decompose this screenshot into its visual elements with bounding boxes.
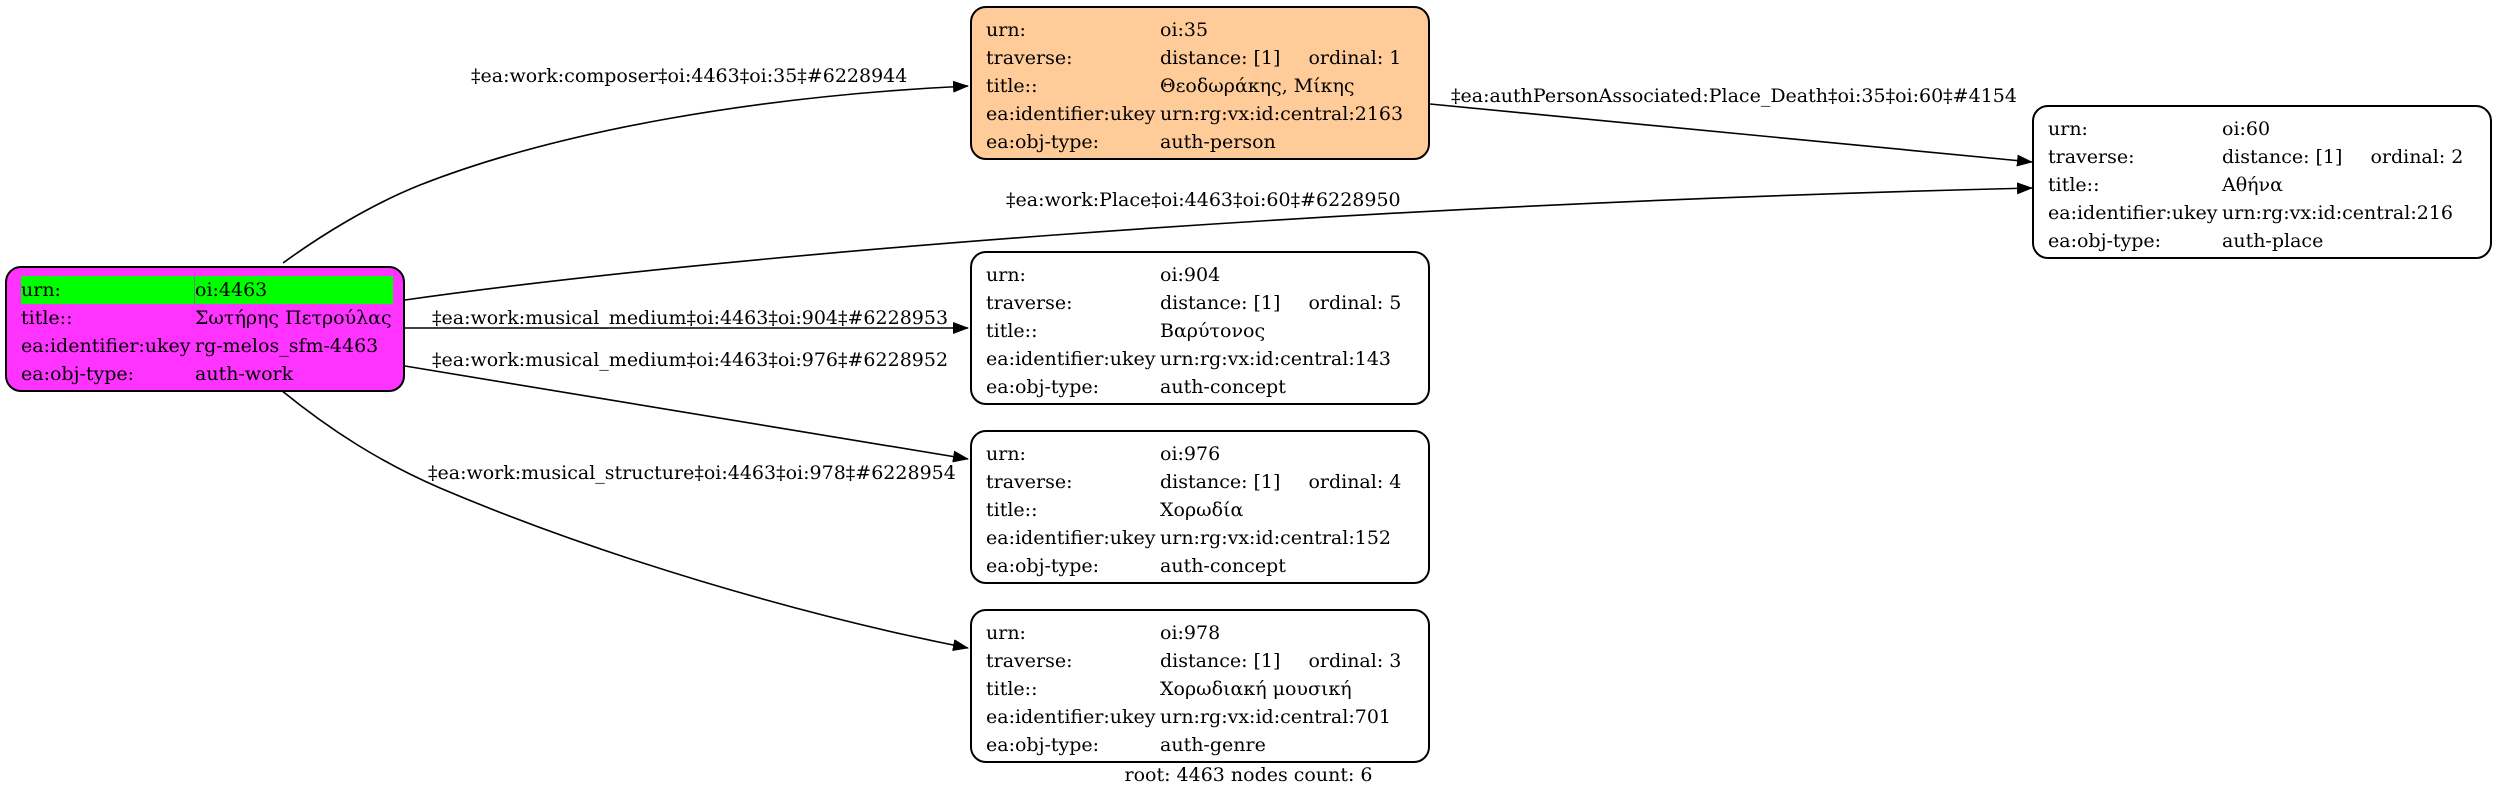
- urn-value: oi:60: [2222, 118, 2271, 140]
- obj-type-value: auth-person: [1160, 131, 1276, 153]
- field-key: urn:: [986, 443, 1026, 465]
- node-oi-35[interactable]: urn: oi:35 traverse: distance: [1] ordinal:…: [970, 6, 1430, 160]
- field-key: ea:identifier:ukey: [986, 706, 1156, 728]
- urn-value: oi:978: [1160, 622, 1221, 644]
- urn-value: oi:976: [1160, 443, 1221, 465]
- urn-value: oi:35: [1160, 19, 1209, 41]
- ordinal-value: ordinal: 3: [1308, 650, 1402, 672]
- field-key: urn:: [986, 264, 1026, 286]
- edge-label-death-place: ‡ea:authPersonAssociated:Place_Death‡oi:…: [1451, 85, 2017, 107]
- ukey-value: urn:rg:vx:id:central:2163: [1160, 103, 1404, 125]
- field-value: Σωτήρης Πετρούλας: [195, 307, 392, 329]
- field-key: traverse:: [986, 471, 1073, 493]
- distance-value: distance: [1]: [1160, 650, 1281, 672]
- title-value: Αθήνα: [2222, 174, 2283, 196]
- urn-value: oi:904: [1160, 264, 1221, 286]
- field-key: ea:obj-type:: [986, 734, 1100, 756]
- field-key: title::: [986, 320, 1038, 342]
- field-key: title::: [2048, 174, 2100, 196]
- field-key: title::: [21, 307, 73, 329]
- field-key: ea:identifier:ukey: [986, 348, 1156, 370]
- root-node-oi-4463[interactable]: urn: oi:4463 title:: Σωτήρης Πετρούλας e…: [5, 266, 405, 392]
- field-key: ea:identifier:ukey: [21, 335, 191, 357]
- edge-death-place: [1429, 103, 2033, 167]
- root-obj-type-row: ea:obj-type: auth-work: [21, 360, 403, 388]
- obj-type-value: auth-concept: [1160, 555, 1286, 577]
- title-value: Βαρύτονος: [1160, 320, 1266, 342]
- edge-label-composer: ‡ea:work:composer‡oi:4463‡oi:35‡#6228944: [471, 65, 908, 87]
- ordinal-value: ordinal: 1: [1308, 47, 1402, 69]
- edge-composer: [282, 80, 969, 264]
- root-ukey-row: ea:identifier:ukey rg-melos_sfm-4463: [21, 332, 403, 360]
- ukey-value: urn:rg:vx:id:central:701: [1160, 706, 1392, 728]
- field-value: oi:4463: [195, 279, 268, 301]
- field-key: ea:obj-type:: [986, 131, 1100, 153]
- field-key: title::: [986, 499, 1038, 521]
- graph-footer: root: 4463 nodes count: 6: [1124, 764, 1373, 786]
- field-value: rg-melos_sfm-4463: [195, 335, 379, 357]
- title-value: Θεοδωράκης, Μίκης: [1160, 75, 1355, 97]
- title-value: Χορωδία: [1160, 499, 1244, 521]
- root-title-row: title:: Σωτήρης Πετρούλας: [21, 304, 403, 332]
- field-key: traverse:: [986, 292, 1073, 314]
- node-oi-60[interactable]: urn: oi:60 traverse: distance: [1] ordinal:…: [2032, 105, 2492, 259]
- node-oi-904[interactable]: urn: oi:904 traverse: distance: [1] ordinal…: [970, 251, 1430, 405]
- field-key: traverse:: [986, 47, 1073, 69]
- node-oi-978[interactable]: urn: oi:978 traverse: distance: [1] ordinal…: [970, 609, 1430, 763]
- field-key: ea:identifier:ukey: [2048, 202, 2218, 224]
- obj-type-value: auth-genre: [1160, 734, 1266, 756]
- ordinal-value: ordinal: 5: [1308, 292, 1402, 314]
- field-key: urn:: [986, 622, 1026, 644]
- field-key: ea:identifier:ukey: [986, 527, 1156, 549]
- obj-type-value: auth-place: [2222, 230, 2324, 252]
- edge-label-medium-904: ‡ea:work:musical_medium‡oi:4463‡oi:904‡#…: [432, 307, 949, 329]
- field-key: urn:: [2048, 118, 2088, 140]
- distance-value: distance: [1]: [1160, 292, 1281, 314]
- field-key: ea:obj-type:: [21, 363, 135, 385]
- ordinal-value: ordinal: 4: [1308, 471, 1402, 493]
- ukey-value: urn:rg:vx:id:central:216: [2222, 202, 2454, 224]
- ordinal-value: ordinal: 2: [2370, 146, 2464, 168]
- field-key: traverse:: [2048, 146, 2135, 168]
- field-key: ea:obj-type:: [986, 555, 1100, 577]
- edge-label-structure-978: ‡ea:work:musical_structure‡oi:4463‡oi:97…: [428, 462, 956, 484]
- field-key: title::: [986, 678, 1038, 700]
- field-key: title::: [986, 75, 1038, 97]
- distance-value: distance: [1]: [2222, 146, 2343, 168]
- title-value: Χορωδιακή μουσική: [1160, 678, 1352, 700]
- field-key: urn:: [986, 19, 1026, 41]
- distance-value: distance: [1]: [1160, 471, 1281, 493]
- obj-type-value: auth-concept: [1160, 376, 1286, 398]
- ukey-value: urn:rg:vx:id:central:152: [1160, 527, 1392, 549]
- field-key: traverse:: [986, 650, 1073, 672]
- field-value: auth-work: [195, 363, 294, 385]
- edge-medium-976: [404, 365, 969, 463]
- edge-label-place: ‡ea:work:Place‡oi:4463‡oi:60‡#6228950: [1006, 189, 1401, 211]
- node-oi-976[interactable]: urn: oi:976 traverse: distance: [1] ordinal…: [970, 430, 1430, 584]
- field-key: ea:obj-type:: [986, 376, 1100, 398]
- edge-place: [404, 182, 2033, 301]
- field-key: urn:: [21, 276, 195, 304]
- field-key: ea:obj-type:: [2048, 230, 2162, 252]
- ukey-value: urn:rg:vx:id:central:143: [1160, 348, 1392, 370]
- edge-label-medium-976: ‡ea:work:musical_medium‡oi:4463‡oi:976‡#…: [432, 349, 949, 371]
- edge-structure-978: [280, 389, 969, 651]
- distance-value: distance: [1]: [1160, 47, 1281, 69]
- root-urn-row: urn: oi:4463: [21, 276, 393, 304]
- field-key: ea:identifier:ukey: [986, 103, 1156, 125]
